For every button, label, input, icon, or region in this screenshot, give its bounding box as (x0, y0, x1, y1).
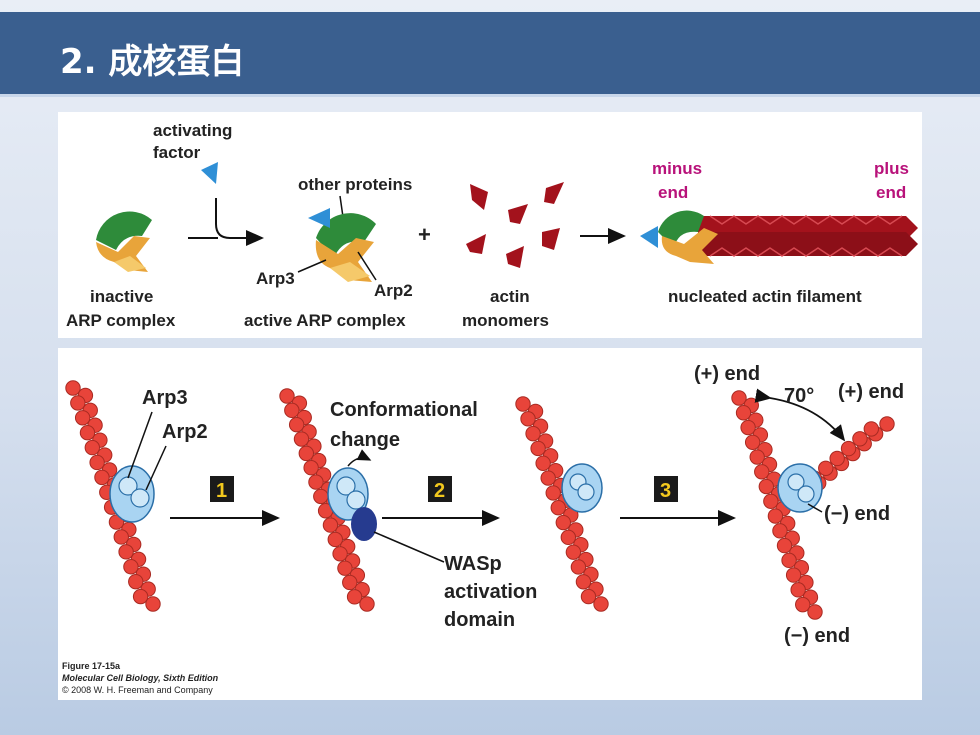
plus-end-branch-label: (+) end (838, 381, 904, 403)
actin-label-line1: actin (490, 287, 530, 306)
step3-number: 3 (660, 480, 671, 502)
minus-end-bottom-label: (−) end (784, 625, 850, 647)
arp2-label-bottom: Arp2 (162, 421, 208, 443)
conformational-line2: change (330, 429, 400, 451)
wasp-line2: activation (444, 581, 537, 603)
arp2-label-top: Arp2 (374, 281, 413, 300)
inactive-label-line2: ARP complex (66, 311, 176, 330)
arp3-label-top: Arp3 (256, 269, 295, 288)
caption-copyright: © 2008 W. H. Freeman and Company (62, 685, 213, 695)
active-arp-label: active ARP complex (244, 311, 406, 330)
angle-label: 70° (784, 385, 814, 407)
figure-caption: Figure 17-15a Molecular Cell Biology, Si… (62, 660, 218, 696)
actin-label-line2: monomers (462, 311, 549, 330)
conformational-line1: Conformational (330, 399, 478, 421)
top-diagram-panel: activating factor inactive ARP complex o… (58, 112, 922, 338)
caption-figure-number: Figure 17-15a (62, 661, 121, 671)
step1-box (210, 476, 234, 502)
arp-complex-stage1 (109, 465, 155, 523)
actin-monomers (466, 182, 564, 268)
other-proteins-label: other proteins (298, 175, 412, 194)
activator-triangle-icon (201, 162, 218, 184)
step2-number: 2 (434, 480, 445, 502)
minus-end-line2: end (658, 183, 688, 202)
nucleated-actin-filament (640, 210, 918, 264)
plus-end-line2: end (876, 183, 906, 202)
filament-stage4-main (731, 390, 823, 620)
activating-factor-line2: factor (153, 143, 201, 162)
filament-stage1 (65, 380, 161, 612)
title-bar: 2. 成核蛋白 (0, 12, 980, 97)
bottom-diagram-panel: Arp3 Arp2 1 Conformational change WASp a… (58, 348, 922, 700)
plus-end-top-label: (+) end (694, 363, 760, 385)
actin-filaments (65, 380, 895, 620)
minus-end-branch-label: (−) end (824, 503, 890, 525)
angle-arc (754, 388, 846, 442)
wasp-line3: domain (444, 609, 515, 631)
activation-arrow (215, 198, 264, 246)
wasp-line1: WASp (444, 553, 502, 575)
arp-complex-stage3 (561, 463, 603, 513)
inactive-label-line1: inactive (90, 287, 153, 306)
step3-box (654, 476, 678, 502)
caption-book-title: Molecular Cell Biology, Sixth Edition (62, 673, 219, 683)
arp-complex-stage4 (777, 463, 823, 513)
step2-box (428, 476, 452, 502)
activating-factor-line1: activating (153, 121, 232, 140)
arp-complex-stage2 (327, 467, 377, 541)
top-diagram: activating factor inactive ARP complex o… (66, 121, 918, 330)
slide-title: 2. 成核蛋白 (60, 42, 245, 82)
inactive-arp-complex (96, 211, 152, 272)
bottom-diagram: Arp3 Arp2 1 Conformational change WASp a… (65, 363, 904, 647)
plus-end-line1: plus (874, 159, 909, 178)
step1-number: 1 (216, 480, 227, 502)
arp3-label-bottom: Arp3 (142, 387, 188, 409)
minus-end-line1: minus (652, 159, 702, 178)
filament-label: nucleated actin filament (668, 287, 862, 306)
active-arp-complex (308, 208, 376, 282)
plus-sign: + (418, 222, 431, 247)
